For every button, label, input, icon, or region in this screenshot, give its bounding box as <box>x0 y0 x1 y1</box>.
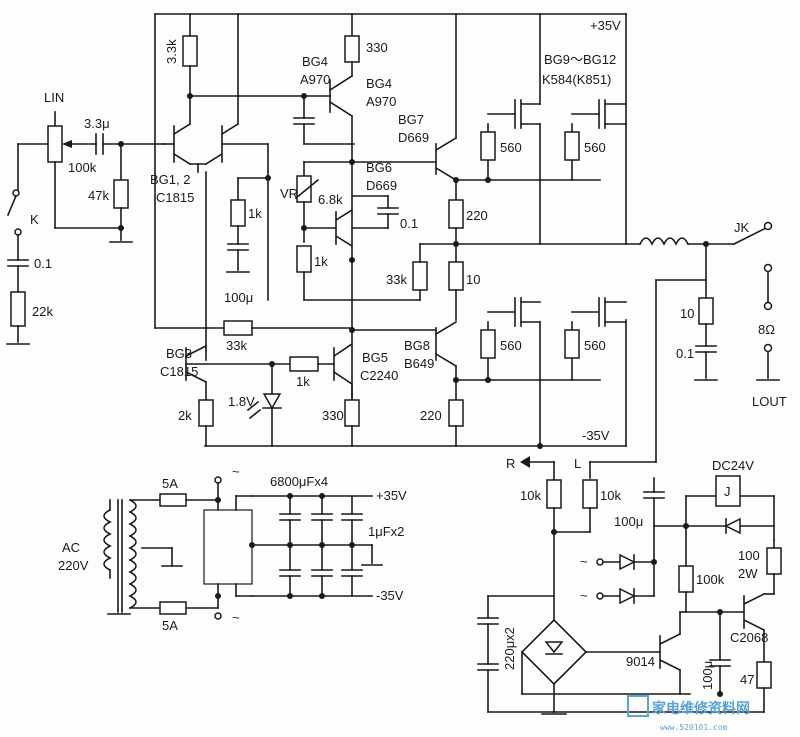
label-bg7-2: D669 <box>398 130 429 145</box>
label-bg9-1: BG9～BG12 <box>544 52 616 67</box>
label-lout: LOUT <box>752 394 787 409</box>
label-bg5-2: C2240 <box>360 368 398 383</box>
label-r10k-1: 10k <box>520 488 541 503</box>
label-r47: 47 <box>740 672 754 687</box>
label-r3k3: 3.3k <box>164 39 179 64</box>
protection-circuit <box>477 456 782 715</box>
label-tilde-3: ~ <box>580 554 588 569</box>
label-v18: 1.8V <box>228 394 255 409</box>
label-r2k: 2k <box>178 408 192 423</box>
label-r100k: 100k <box>696 572 725 587</box>
watermark-url: www.520101.com <box>660 723 728 732</box>
output-mosfets <box>455 13 627 449</box>
label-r560-3: 560 <box>500 338 522 353</box>
label-tilde-4: ~ <box>580 588 588 603</box>
label-r560-1: 560 <box>500 140 522 155</box>
label-t9014: 9014 <box>626 654 655 669</box>
label-r33k-mid: 33k <box>386 272 407 287</box>
label-r560-4: 560 <box>584 338 606 353</box>
label-ac-tilde-1: ~ <box>232 464 240 479</box>
label-fuse-2: 5A <box>162 618 178 633</box>
label-bg4-l1: BG4 <box>302 54 328 69</box>
label-c100u: 100μ <box>224 290 253 305</box>
label-bg6-1: BG6 <box>366 160 392 175</box>
label-bg3-2: C1815 <box>160 364 198 379</box>
rail-minus35 <box>204 319 627 447</box>
label-r100-1: 100 <box>738 548 760 563</box>
label-r1k-c: 1k <box>296 374 310 389</box>
label-ps-minus: -35V <box>376 588 404 603</box>
label-r6k8: 6.8k <box>318 192 343 207</box>
label-bg4-r1: BG4 <box>366 76 392 91</box>
label-bg1: BG1, 2 <box>150 172 190 187</box>
label-c2068: C2068 <box>730 630 768 645</box>
label-minus35: -35V <box>582 428 610 443</box>
label-c01-in: 0.1 <box>34 256 52 271</box>
label-jk: JK <box>734 220 750 235</box>
bg3-bg5-stage <box>154 320 360 447</box>
label-ohm: 8Ω <box>758 322 775 337</box>
label-dc24: DC24V <box>712 458 754 473</box>
label-caps: 6800μFx4 <box>270 474 328 489</box>
label-r10k-2: 10k <box>600 488 621 503</box>
driver-stage <box>349 13 641 447</box>
label-r100-2: 2W <box>738 566 758 581</box>
label-bg4-r2: A970 <box>366 94 396 109</box>
label-l-channel: L <box>574 456 581 471</box>
label-bg8-2: B649 <box>404 356 434 371</box>
label-relay: J <box>724 484 731 499</box>
label-bg9-2: K584(K851) <box>542 72 611 87</box>
bg4-stage <box>293 13 360 401</box>
power-supply <box>103 476 383 620</box>
output-network <box>589 221 780 479</box>
label-r22k: 22k <box>32 304 53 319</box>
label-r330-top: 330 <box>366 40 388 55</box>
label-switch-k: K <box>30 212 39 227</box>
label-bg1-part: C1815 <box>156 190 194 205</box>
label-r10: 10 <box>466 272 480 287</box>
label-r220-bot: 220 <box>420 408 442 423</box>
label-bg5-1: BG5 <box>362 350 388 365</box>
label-ps-plus: +35V <box>376 488 407 503</box>
label-bg7-1: BG7 <box>398 112 424 127</box>
label-c01-out: 0.1 <box>676 346 694 361</box>
label-bg3-1: BG3 <box>166 346 192 361</box>
watermark: 家电维修资料网 www.520101.com <box>627 695 750 732</box>
label-c100u-2: 100μ <box>614 514 643 529</box>
label-bg6-2: D669 <box>366 178 397 193</box>
label-r1k-b: 1k <box>314 254 328 269</box>
input-section <box>6 111 165 345</box>
label-c-vr: 0.1 <box>400 216 418 231</box>
label-ac-1: AC <box>62 540 80 555</box>
bg6-bias <box>294 161 428 301</box>
label-r330-bot: 330 <box>322 408 344 423</box>
label-bg4-l2: A970 <box>300 72 330 87</box>
label-bg8-1: BG8 <box>404 338 430 353</box>
label-c-in: 3.3μ <box>84 116 110 131</box>
label-r220-top: 220 <box>466 208 488 223</box>
label-r-channel: R <box>506 456 515 471</box>
label-r560-2: 560 <box>584 140 606 155</box>
label-lin: LIN <box>44 90 64 105</box>
watermark-cn: 家电维修资料网 <box>652 700 750 717</box>
label-ac-2: 220V <box>58 558 89 573</box>
label-r10-out: 10 <box>680 306 694 321</box>
label-c100u-3: 100μ <box>700 661 715 690</box>
label-r-vol: 100k <box>68 160 97 175</box>
label-fuse-1: 5A <box>162 476 178 491</box>
label-r33k-fb: 33k <box>226 338 247 353</box>
label-ac-tilde-2: ~ <box>232 610 240 625</box>
label-plus35: +35V <box>590 18 621 33</box>
label-vr: VR <box>280 186 298 201</box>
rail-plus35 <box>154 13 627 329</box>
label-c220: 220μx2 <box>502 627 517 670</box>
label-c1u: 1μFx2 <box>368 524 404 539</box>
bg1-diff-pair <box>163 13 331 351</box>
label-r1k-a: 1k <box>248 206 262 221</box>
label-r47k: 47k <box>88 188 109 203</box>
